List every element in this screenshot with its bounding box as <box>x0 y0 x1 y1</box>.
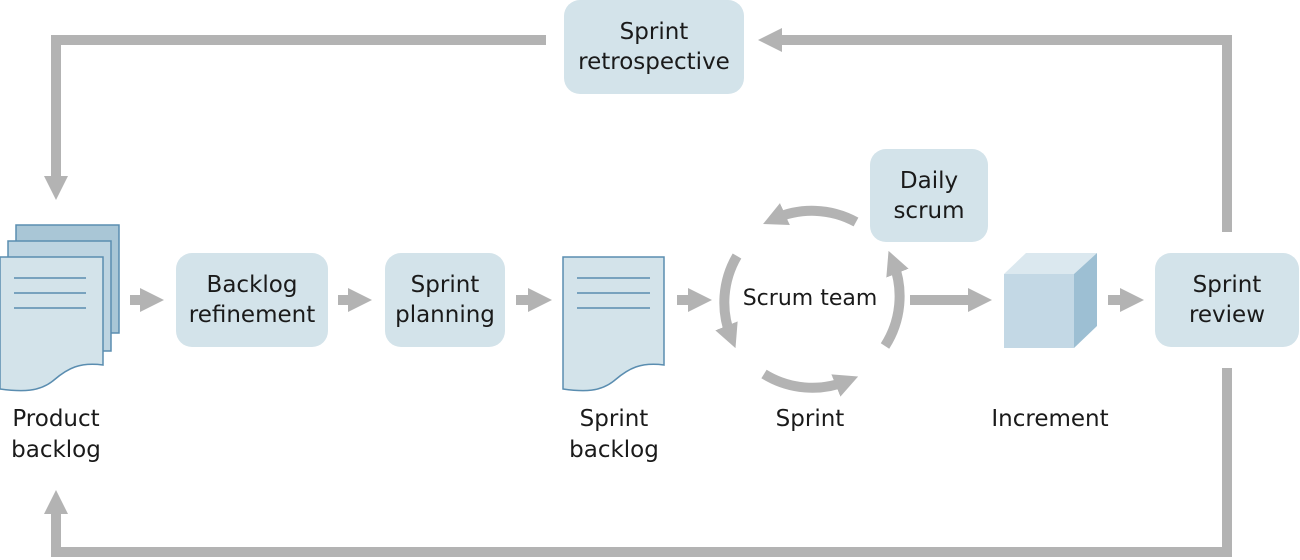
box-line: Sprint <box>410 272 480 298</box>
scrum-team-label: Scrum team <box>742 286 878 311</box>
cube-icon <box>1004 253 1097 348</box>
sprint-review-box: Sprint review <box>1155 253 1299 347</box>
box-line: planning <box>395 302 495 328</box>
backlog-refinement-box: Backlog refinement <box>176 253 328 347</box>
retrospective-feedback-loop <box>44 28 1232 232</box>
sprint-retrospective-box: Sprint retrospective <box>564 0 744 94</box>
daily-scrum-box: Daily scrum <box>870 149 988 242</box>
review-feedback-loop <box>44 368 1232 557</box>
sprint-backlog-label: Sprint backlog <box>554 404 674 466</box>
label-line: Sprint <box>579 406 649 432</box>
label-line: Product <box>12 406 100 432</box>
label-line: backlog <box>11 437 101 463</box>
box-line: refinement <box>188 302 316 328</box>
sprint-planning-box: Sprint planning <box>385 253 505 347</box>
document-icon <box>562 256 665 392</box>
sprint-label: Sprint <box>775 406 845 432</box>
box-line: scrum <box>893 197 965 224</box>
box-line: Sprint <box>619 19 689 45</box>
increment-label: Increment <box>991 406 1109 432</box>
box-line: Sprint <box>1192 272 1262 298</box>
stacked-documents-icon <box>0 224 120 392</box>
box-line: Daily <box>899 167 959 194</box>
label-line: backlog <box>569 437 659 463</box>
product-backlog-label: Product backlog <box>0 404 112 466</box>
cycle-arrows-icon <box>715 203 909 397</box>
box-line: retrospective <box>578 49 730 75</box>
box-line: review <box>1188 302 1266 328</box>
box-line: Backlog <box>206 272 298 298</box>
